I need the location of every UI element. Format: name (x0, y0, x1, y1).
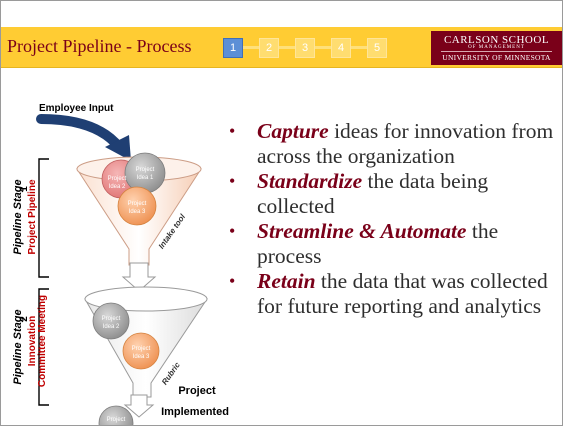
idea-2-top-label: Idea 2 (109, 184, 126, 190)
idea-2-final-word: Project (107, 417, 126, 423)
step-3[interactable]: 3 (295, 38, 315, 58)
header-bar: Project Pipeline - Process 1 2 3 4 5 CAR… (1, 27, 562, 68)
bullet-list: • Capture ideas for innovation from acros… (219, 119, 559, 319)
stage-1-bracket (38, 158, 49, 278)
bullet-retain: • Retain the data that was collected for … (219, 269, 559, 319)
idea-2-top-word: Project (108, 176, 127, 182)
idea-1-word: Project (136, 167, 155, 173)
curved-arrow-icon (36, 114, 131, 161)
bullet-text: the data that was collected for future r… (257, 269, 548, 318)
bullet-standardize: • Standardize the data being collected (219, 169, 559, 219)
pipeline-diagram: Employee Input (1, 67, 231, 425)
step-1[interactable]: 1 (223, 38, 243, 58)
step-connector (351, 46, 367, 49)
idea-ball-2-mid (92, 302, 130, 340)
bullet-connector: & (353, 219, 381, 243)
bullet-keyword: Standardize (257, 169, 363, 193)
carlson-school-logo: CARLSON SCHOOL OF MANAGEMENT UNIVERSITY … (431, 31, 562, 65)
stage-1-label: Pipeline Stage (12, 179, 24, 254)
stage-2-name-line1: Innovation (27, 316, 38, 367)
bullet-text: ideas for innovation from across the org… (257, 119, 554, 168)
pipeline-diagram-svg: Pipeline Stage 1 Project Pipeline Pipeli… (12, 114, 229, 425)
stage-2-name-line2: Committee Meeting (37, 295, 48, 387)
idea-ball-3-top (117, 186, 157, 226)
idea-2-mid-word: Project (102, 316, 121, 322)
bullet-keyword: Retain (257, 269, 316, 293)
bullet-dot-icon: • (229, 221, 236, 241)
idea-ball-2-final (98, 405, 134, 425)
step-connector (243, 46, 259, 49)
step-4[interactable]: 4 (331, 38, 351, 58)
stage-2-number: 2 (19, 316, 30, 322)
bullet-keyword: Streamline (257, 219, 354, 243)
idea-1-label: Idea 1 (137, 175, 154, 181)
stage-2-bracket (38, 288, 49, 406)
employee-input-label: Employee Input (39, 103, 114, 114)
bullet-streamline: • Streamline & Automate the process (219, 219, 559, 269)
bullet-dot-icon: • (229, 171, 236, 191)
bullet-text: the data being collected (257, 169, 489, 218)
step-connector (279, 46, 295, 49)
idea-ball-3-mid (122, 332, 160, 370)
bullet-capture: • Capture ideas for innovation from acros… (219, 119, 559, 169)
idea-2-mid-label: Idea 2 (103, 324, 120, 330)
bullet-keyword: Capture (257, 119, 329, 143)
logo-line-management: OF MANAGEMENT (468, 45, 525, 50)
implemented-line1: Project (178, 385, 216, 397)
logo-divider (441, 51, 552, 52)
idea-3-mid-label: Idea 3 (133, 354, 150, 360)
down-arrow-icon (121, 262, 157, 292)
step-5[interactable]: 5 (367, 38, 387, 58)
bullet-text: the process (257, 219, 499, 268)
idea-ball-1 (124, 152, 166, 194)
implemented-line2: Implemented (161, 406, 229, 418)
down-arrow-icon (123, 394, 155, 418)
bullet-keyword-2: Automate (380, 219, 467, 243)
idea-3-top-label: Idea 3 (129, 209, 146, 215)
bullet-dot-icon: • (229, 121, 236, 141)
step-2[interactable]: 2 (259, 38, 279, 58)
logo-line-university: UNIVERSITY OF MINNESOTA (442, 53, 551, 62)
top-band (1, 1, 562, 26)
slide-title: Project Pipeline - Process (7, 36, 192, 56)
idea-3-mid-word: Project (132, 346, 151, 352)
idea-3-top-word: Project (128, 201, 147, 207)
step-connector (315, 46, 331, 49)
stage-2-label: Pipeline Stage (12, 309, 24, 384)
bullet-dot-icon: • (229, 271, 236, 291)
stage-1-number: 1 (19, 186, 30, 192)
logo-line-school: CARLSON SCHOOL (443, 34, 550, 46)
stage-1-name: Project Pipeline (27, 179, 38, 254)
